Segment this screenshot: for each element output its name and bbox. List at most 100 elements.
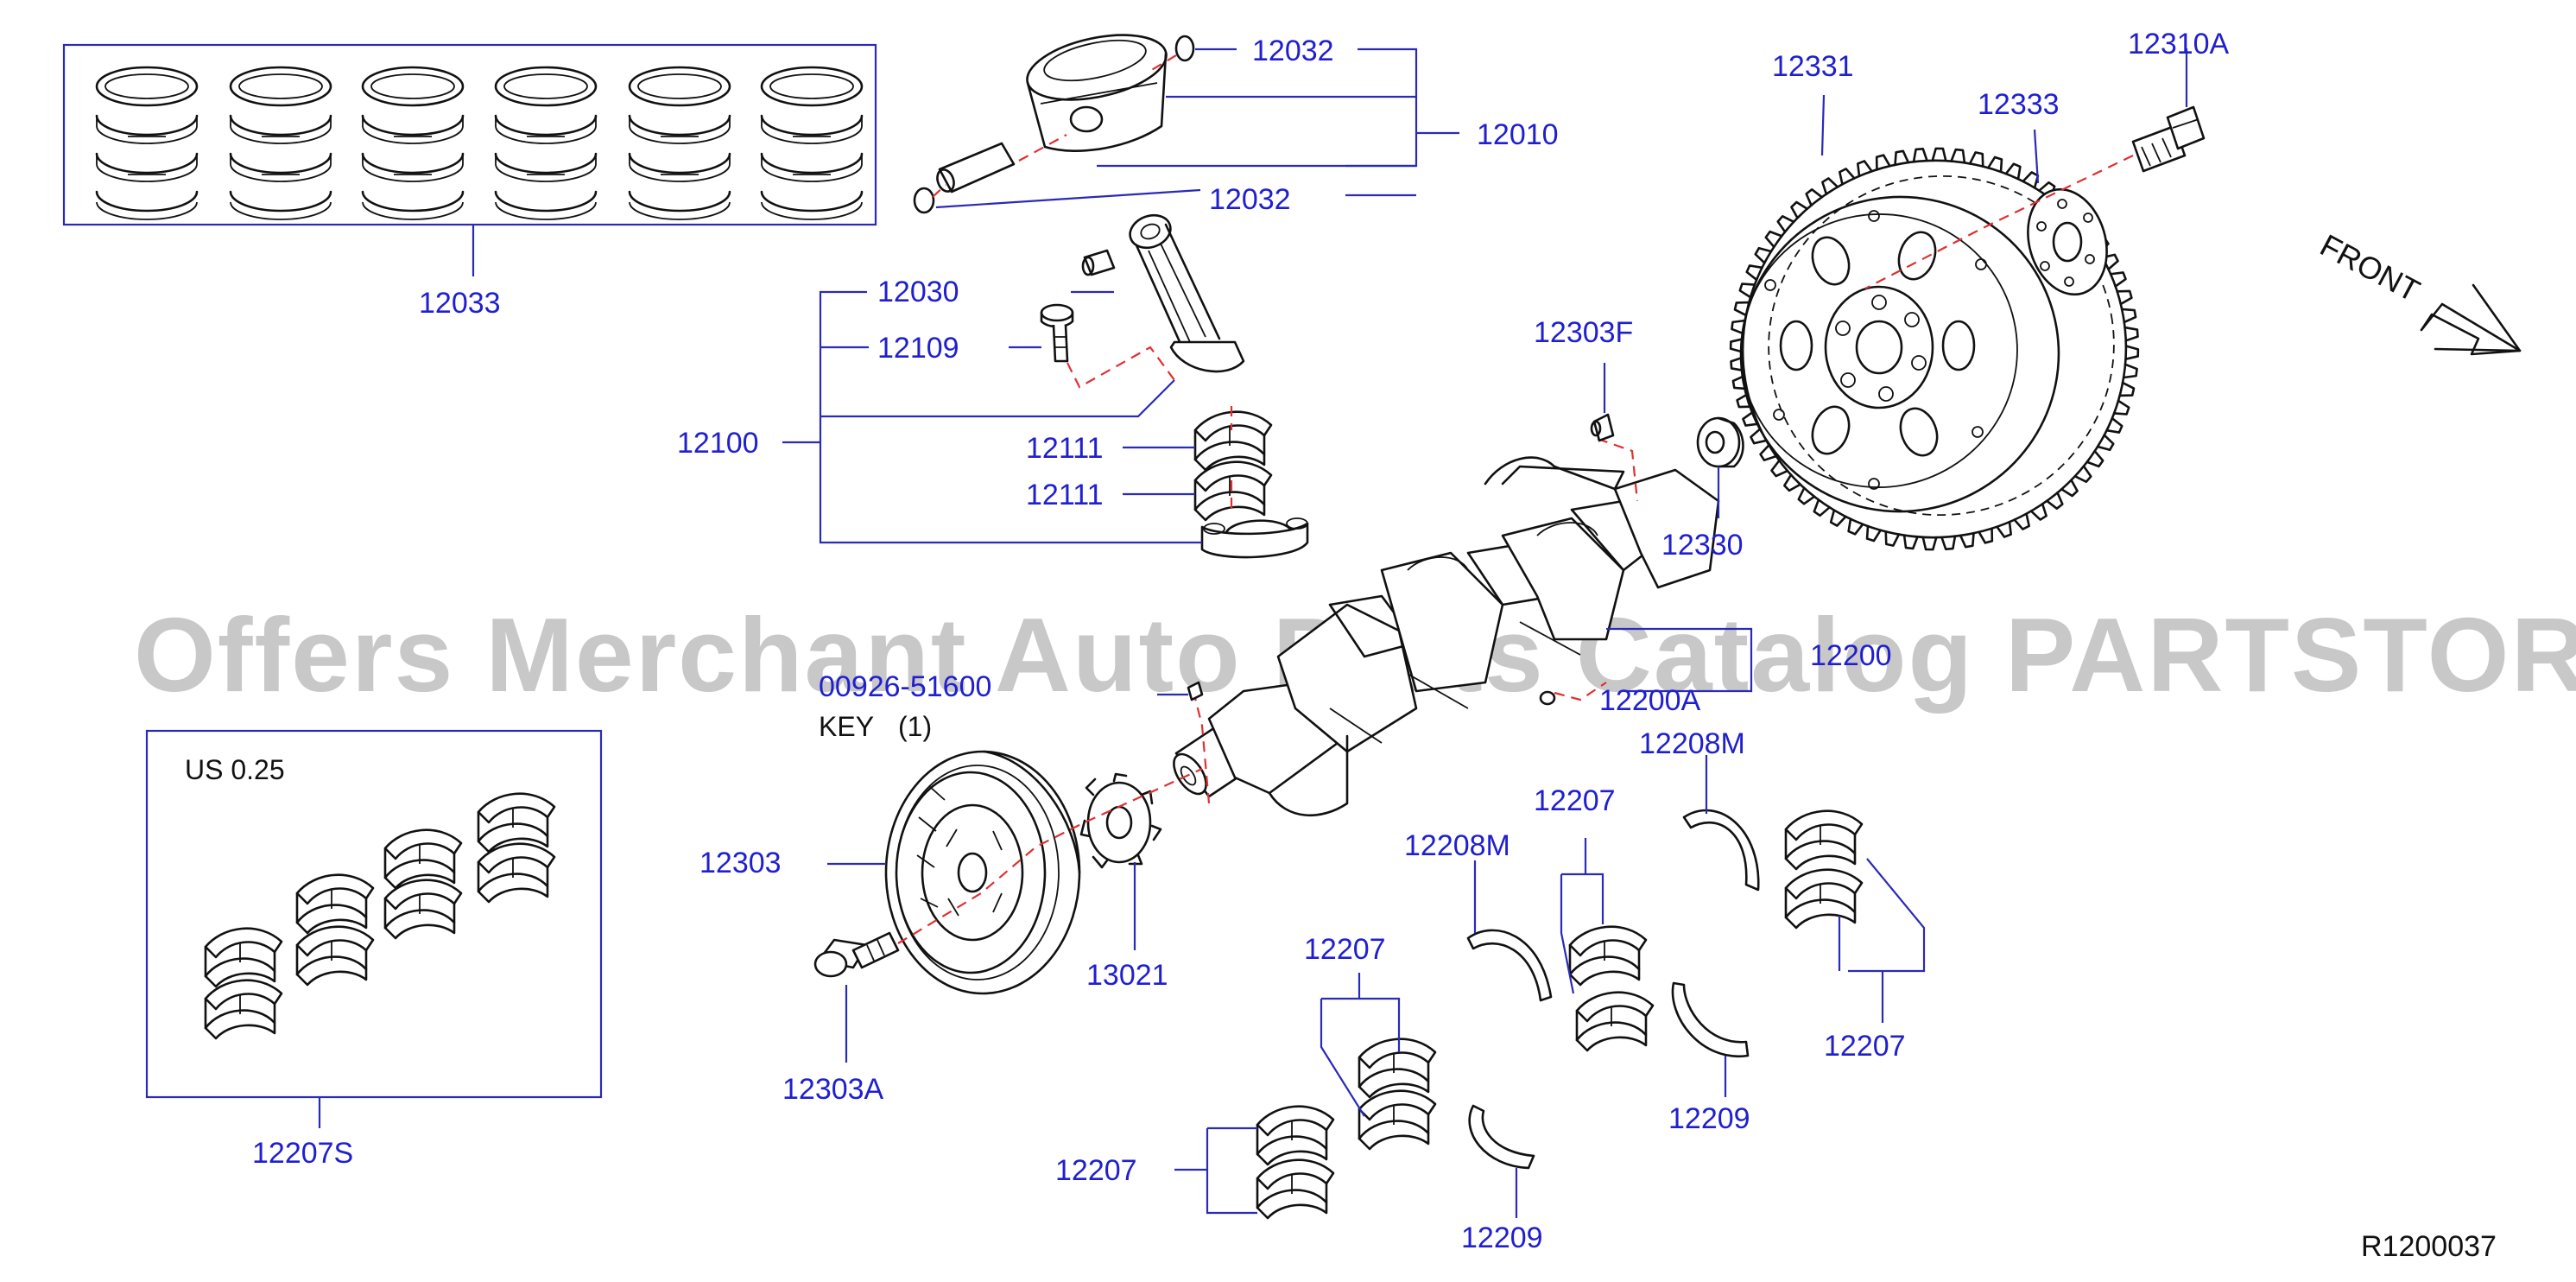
main-bearing-upper-2 bbox=[1358, 1089, 1437, 1151]
label-00926-51600[interactable]: 00926-51600 bbox=[819, 670, 991, 703]
gear-tooth bbox=[1931, 147, 1947, 162]
label-12208m-right[interactable]: 12208M bbox=[1639, 727, 1745, 760]
gear-tooth bbox=[1730, 356, 1745, 372]
gear-tooth bbox=[1813, 498, 1831, 517]
gear-tooth bbox=[2096, 434, 2115, 452]
thrust-washer-upper-1 bbox=[1466, 929, 1553, 1002]
front-label: FRONT bbox=[2314, 227, 2426, 308]
main-bearing-center-2 bbox=[1575, 991, 1655, 1052]
label-12303a[interactable]: 12303A bbox=[782, 1073, 884, 1106]
thrust-washer-upper-2 bbox=[1682, 809, 1760, 892]
gear-tooth bbox=[2029, 503, 2048, 521]
dowel-pin-12303f bbox=[1590, 413, 1615, 442]
label-13021[interactable]: 13021 bbox=[1086, 959, 1168, 992]
gear-tooth bbox=[2118, 381, 2136, 397]
woodruff-key bbox=[1187, 681, 1204, 701]
crankshaft bbox=[1173, 456, 1720, 817]
gear-tooth bbox=[1940, 535, 1957, 550]
label-12207-left[interactable]: 12207 bbox=[1055, 1154, 1137, 1187]
rod-bushing bbox=[1081, 249, 1116, 276]
gear-tooth bbox=[1968, 151, 1984, 168]
label-12303[interactable]: 12303 bbox=[699, 847, 782, 879]
gear-tooth bbox=[1783, 473, 1801, 492]
gear-tooth bbox=[1736, 392, 1753, 409]
main-bearing-lower-1 bbox=[1256, 1105, 1335, 1166]
label-12109[interactable]: 12109 bbox=[877, 332, 959, 365]
rod-cap bbox=[1200, 517, 1309, 559]
main-bearing-center-1 bbox=[1568, 925, 1648, 987]
gear-tooth bbox=[2060, 479, 2079, 498]
gear-tooth bbox=[1764, 230, 1783, 249]
label-12111-lower[interactable]: 12111 bbox=[1026, 479, 1104, 511]
gear-tooth bbox=[1978, 527, 1994, 544]
label-12310a[interactable]: 12310A bbox=[2128, 28, 2230, 60]
gear-tooth bbox=[2022, 171, 2040, 189]
diagram-reference-code: R1200037 bbox=[2361, 1230, 2497, 1263]
label-12207-center[interactable]: 12207 bbox=[1534, 784, 1616, 817]
thrust-washer-lower-2 bbox=[1671, 981, 1750, 1058]
label-12010[interactable]: 12010 bbox=[1477, 118, 1559, 151]
label-12209-left[interactable]: 12209 bbox=[1461, 1222, 1543, 1254]
gear-tooth bbox=[1750, 428, 1768, 445]
gear-tooth bbox=[1875, 154, 1891, 171]
gear-tooth bbox=[1857, 160, 1873, 178]
gear-tooth bbox=[1950, 148, 1966, 164]
gear-tooth bbox=[2109, 271, 2127, 288]
pilot-bearing-12330 bbox=[1696, 416, 1744, 468]
label-12209-right[interactable]: 12209 bbox=[1668, 1102, 1750, 1135]
gear-tooth bbox=[2073, 465, 2092, 483]
undersize-bearing-box bbox=[145, 729, 603, 1099]
label-12032-upper[interactable]: 12032 bbox=[1252, 35, 1334, 67]
label-12030[interactable]: 12030 bbox=[877, 276, 959, 308]
crank-pin-12200a bbox=[1539, 690, 1556, 706]
label-12333[interactable]: 12333 bbox=[1978, 88, 2060, 121]
ring-set-box bbox=[62, 43, 877, 226]
gear-tooth bbox=[1770, 459, 1789, 478]
gear-tooth bbox=[2123, 326, 2139, 342]
pulley-bolt bbox=[813, 931, 900, 978]
crank-pulley bbox=[884, 750, 1081, 995]
label-12111-upper[interactable]: 12111 bbox=[1026, 432, 1104, 465]
gear-tooth bbox=[2004, 162, 2022, 181]
piston-pin bbox=[936, 142, 1016, 194]
gear-tooth bbox=[1986, 155, 2003, 174]
rod-bearing-lower bbox=[1193, 460, 1273, 522]
gear-tooth bbox=[1847, 517, 1864, 536]
snap-ring-upper bbox=[1174, 35, 1195, 62]
piston bbox=[1026, 34, 1168, 152]
gear-tooth bbox=[1884, 530, 1901, 547]
gear-tooth bbox=[1790, 200, 1809, 219]
gear-tooth bbox=[1821, 177, 1839, 195]
flywheel-bolt bbox=[2131, 105, 2206, 173]
label-12207-right[interactable]: 12207 bbox=[1824, 1030, 1906, 1063]
key-quantity: (1) bbox=[898, 711, 932, 742]
gear-tooth bbox=[1865, 524, 1883, 543]
gear-tooth bbox=[2045, 492, 2064, 510]
piston-ring-sets bbox=[95, 66, 864, 221]
gear-tooth bbox=[1759, 443, 1778, 461]
gear-tooth bbox=[1742, 410, 1760, 427]
label-12207-mid[interactable]: 12207 bbox=[1304, 933, 1386, 966]
main-bearing-right-2 bbox=[1784, 868, 1864, 930]
thrust-washer-lower-1 bbox=[1468, 1104, 1535, 1170]
gear-tooth bbox=[1754, 246, 1773, 264]
gear-tooth bbox=[1776, 215, 1795, 233]
label-12200[interactable]: 12200 bbox=[1810, 639, 1892, 672]
label-12331[interactable]: 12331 bbox=[1772, 50, 1854, 83]
label-12303f[interactable]: 12303F bbox=[1534, 316, 1633, 349]
label-12033[interactable]: 12033 bbox=[419, 287, 501, 320]
gear-tooth bbox=[1912, 148, 1928, 163]
gear-tooth bbox=[1731, 374, 1749, 390]
label-12100[interactable]: 12100 bbox=[677, 427, 759, 460]
label-12200a[interactable]: 12200A bbox=[1599, 684, 1701, 717]
gear-tooth bbox=[1829, 509, 1847, 527]
gear-tooth bbox=[2112, 399, 2130, 416]
label-12207s[interactable]: 12207S bbox=[252, 1137, 353, 1170]
undersize-label: US 0.25 bbox=[185, 754, 285, 785]
gear-tooth bbox=[1797, 486, 1816, 505]
label-12032-lower[interactable]: 12032 bbox=[1209, 183, 1291, 216]
label-12330[interactable]: 12330 bbox=[1661, 529, 1744, 562]
label-12208m-left[interactable]: 12208M bbox=[1404, 829, 1510, 862]
